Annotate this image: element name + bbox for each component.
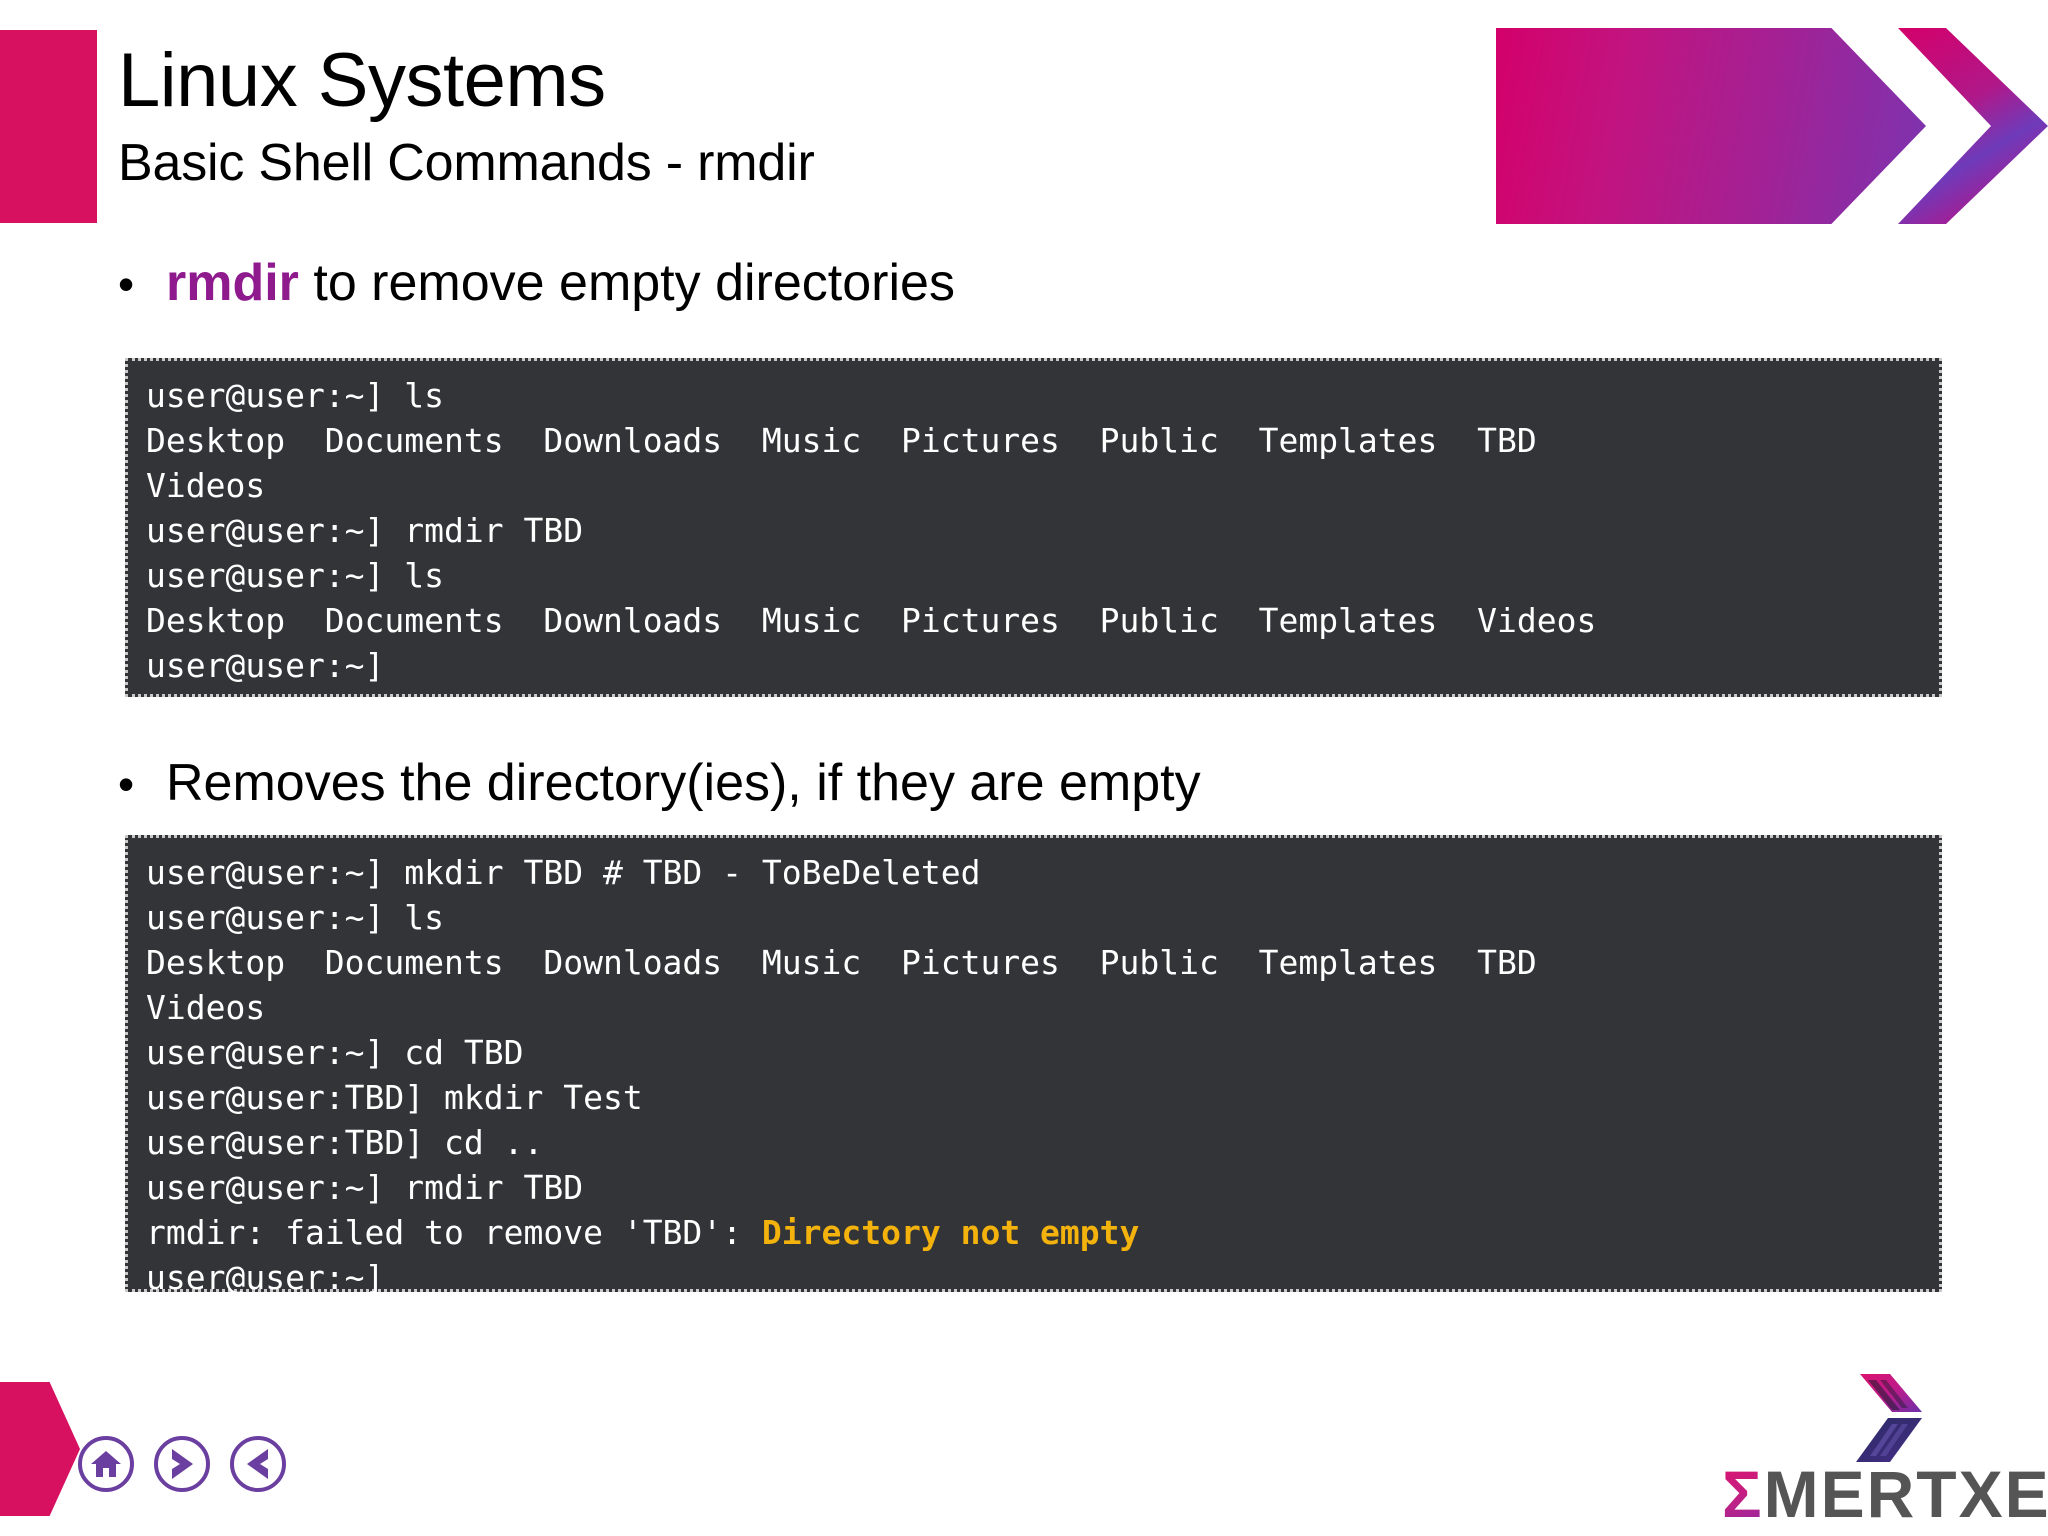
bullet-2-text: Removes the directory(ies), if they are … xyxy=(166,754,1201,812)
terminal-line: user@user:~] rmdir TBD xyxy=(146,1168,584,1207)
previous-button[interactable] xyxy=(230,1436,286,1492)
terminal-line: user@user:~] xyxy=(146,1258,385,1297)
emertxe-sigma: Σ xyxy=(1722,1457,1764,1531)
terminal-line: Videos xyxy=(146,466,266,505)
header-accent-bar xyxy=(0,30,97,223)
page-title: Linux Systems xyxy=(118,38,606,123)
terminal-line: user@user:~] rmdir TBD xyxy=(146,511,584,550)
terminal-line: user@user:~] mkdir TBD # TBD - ToBeDelet… xyxy=(146,853,981,892)
header-banner-arrow xyxy=(1496,28,1926,224)
bullet-item-2: • Removes the directory(ies), if they ar… xyxy=(118,752,1978,815)
terminal-line: user@user:~] ls xyxy=(146,898,445,937)
next-icon xyxy=(168,1448,196,1480)
home-icon xyxy=(90,1449,122,1479)
terminal-error-highlight: Directory not empty xyxy=(761,1213,1140,1252)
footer-accent-arrow xyxy=(0,1382,80,1516)
terminal-line: user@user:~] ls xyxy=(146,376,445,415)
terminal-error-prefix: rmdir: failed to remove 'TBD': xyxy=(146,1213,762,1252)
title-block: Linux Systems Basic Shell Commands - rmd… xyxy=(118,38,1458,194)
bullet-1-text: rmdir to remove empty directories xyxy=(166,252,955,314)
emertxe-wordmark: ΣMERTXE xyxy=(1722,1457,2048,1531)
terminal-line: user@user:TBD] cd .. xyxy=(146,1123,544,1162)
terminal-block-1: user@user:~] ls Desktop Documents Downlo… xyxy=(125,358,1942,697)
terminal-line: user@user:~] cd TBD xyxy=(146,1033,524,1072)
terminal-line: Desktop Documents Downloads Music Pictur… xyxy=(146,601,1597,640)
page-subtitle: Basic Shell Commands - rmdir xyxy=(118,134,815,192)
terminal-line: Videos xyxy=(146,988,266,1027)
terminal-line: user@user:~] xyxy=(146,646,385,685)
bullet-dot-icon: • xyxy=(118,258,135,310)
bullet-1-keyword: rmdir xyxy=(166,254,299,312)
terminal-block-2: user@user:~] mkdir TBD # TBD - ToBeDelet… xyxy=(125,835,1942,1297)
terminal-line: user@user:TBD] mkdir Test xyxy=(146,1078,643,1117)
emertxe-chevron-icon xyxy=(1840,1372,1926,1464)
bullet-dot-icon: • xyxy=(118,758,135,810)
home-button[interactable] xyxy=(78,1436,134,1492)
terminal-line: Desktop Documents Downloads Music Pictur… xyxy=(146,943,1537,982)
next-button[interactable] xyxy=(154,1436,210,1492)
terminal-line: Desktop Documents Downloads Music Pictur… xyxy=(146,421,1537,460)
terminal-error-line: rmdir: failed to remove 'TBD': Directory… xyxy=(146,1210,1939,1255)
terminal-line: user@user:~] ls xyxy=(146,556,445,595)
bullet-item-1: • rmdir to remove empty directories xyxy=(118,252,1978,315)
footer-navigation xyxy=(78,1436,286,1492)
emertxe-logo: ΣMERTXE xyxy=(1722,1372,2048,1531)
emertxe-word: MERTXE xyxy=(1763,1457,2048,1531)
bullet-1-rest: to remove empty directories xyxy=(298,254,955,312)
previous-icon xyxy=(244,1448,272,1480)
